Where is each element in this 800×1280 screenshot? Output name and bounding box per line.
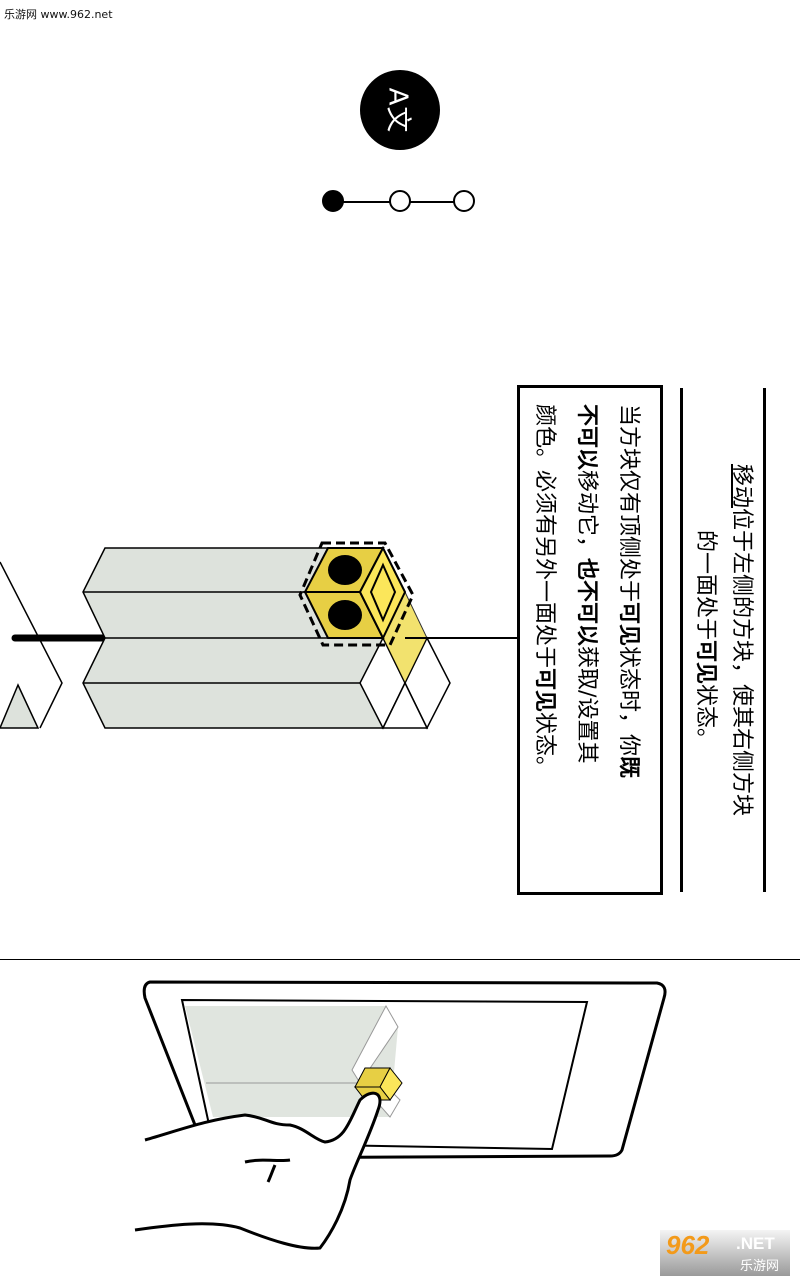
rule-box: 当方块仅有顶侧处于可见状态时，你既 不可以移动它，也不可以获取/设置其 颜色。必… <box>517 385 663 895</box>
tablet-illustration <box>134 980 667 1250</box>
step-dot-3 <box>453 190 475 212</box>
selection-outline <box>298 541 415 647</box>
watermark-net: .NET <box>736 1234 775 1253</box>
step-dot-2 <box>389 190 411 212</box>
instruction-hint: 移动位于左侧的方块，使其右侧方块 的一面处于可见状态。 <box>680 388 766 892</box>
watermark-number: 962 <box>666 1230 710 1260</box>
section-divider <box>0 959 800 960</box>
step-dot-1-active <box>322 190 344 212</box>
yellow-cube <box>303 545 407 641</box>
step-indicator <box>322 188 478 216</box>
language-button[interactable]: A文 <box>360 70 440 150</box>
partial-prism-left <box>0 561 63 729</box>
watermark-cn: 乐游网 <box>740 1259 780 1274</box>
watermark-top: 乐游网 www.962.net <box>4 8 113 21</box>
watermark-bottom: 962 .NET 乐游网 <box>660 1230 790 1276</box>
